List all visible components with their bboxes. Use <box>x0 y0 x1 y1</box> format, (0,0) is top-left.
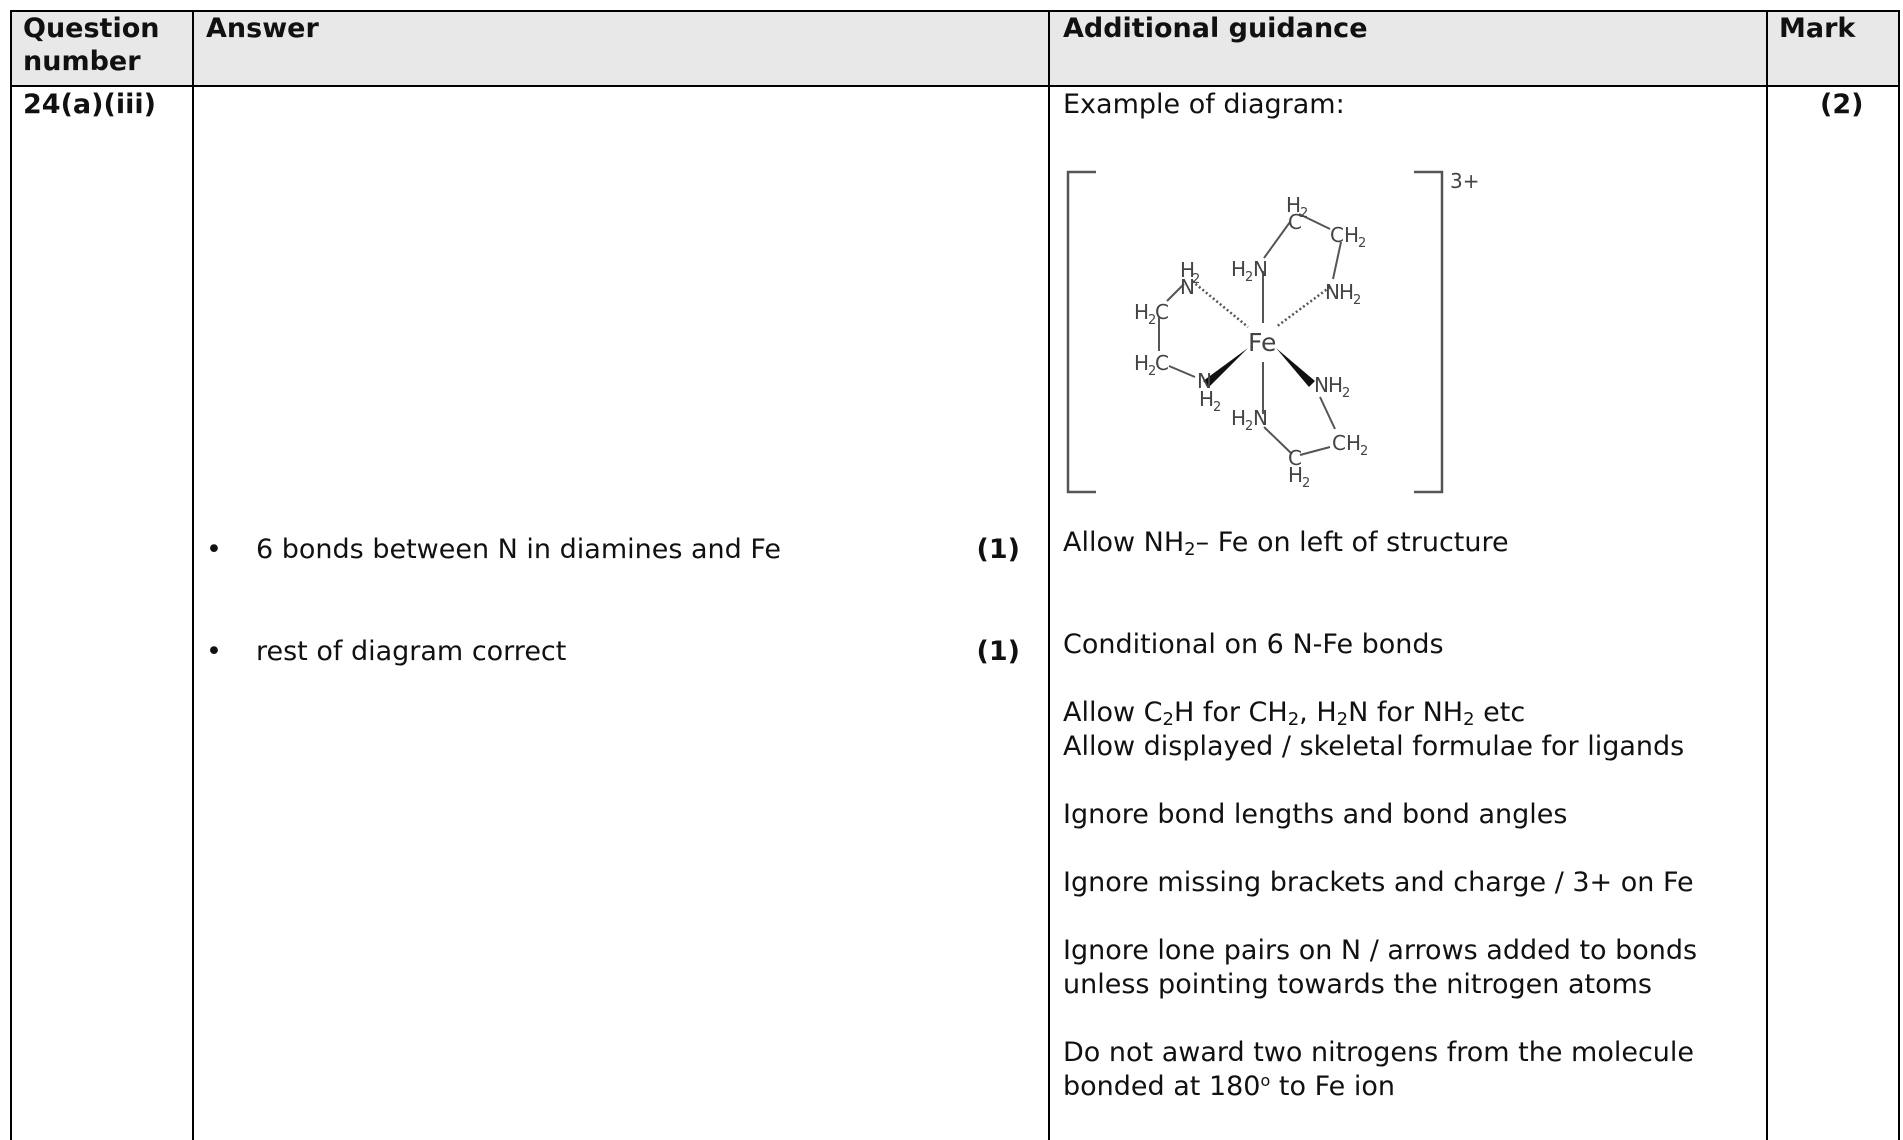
bond-n-c-top <box>1263 221 1291 259</box>
bond-c-c-bottom <box>1299 446 1331 456</box>
table-right-border <box>1898 10 1900 1140</box>
hashed-bonds <box>1191 280 1331 329</box>
svg-text:C: C <box>1155 300 1169 324</box>
svg-text:H: H <box>1134 351 1149 375</box>
guidance-do-not-award: Do not award two nitrogens from the mole… <box>1063 1037 1695 1068</box>
svg-text:N: N <box>1253 257 1268 281</box>
svg-text:H: H <box>1344 223 1359 247</box>
answer-point-mark: (1) <box>976 636 1020 667</box>
bond-fe-n-left-lower-wedge <box>1203 348 1248 387</box>
table-left-border <box>10 10 12 1140</box>
column-divider-3 <box>1766 10 1768 1140</box>
question-number: 24(a)(iii) <box>23 89 156 120</box>
svg-text:2: 2 <box>1245 419 1253 434</box>
svg-text:2: 2 <box>1148 364 1156 379</box>
bullet: • <box>206 636 222 667</box>
svg-text:C: C <box>1330 223 1344 247</box>
left-bracket <box>1066 170 1096 494</box>
guidance-ignore-lone-pairs: Ignore lone pairs on N / arrows added to… <box>1063 935 1698 966</box>
mark-scheme-table: Question number Answer Additional guidan… <box>10 10 1900 1140</box>
answer-point-mark: (1) <box>976 534 1020 565</box>
bond-fe-n-right-lower-wedge <box>1276 348 1315 387</box>
header-bottom-border <box>10 85 1900 87</box>
svg-text:2: 2 <box>1342 386 1350 401</box>
svg-text:H: H <box>1231 406 1246 430</box>
table-header-background <box>10 10 1900 86</box>
guidance-conditional: Conditional on 6 N-Fe bonds <box>1063 629 1444 660</box>
svg-text:2: 2 <box>1353 293 1361 308</box>
guidance-ignore-bond: Ignore bond lengths and bond angles <box>1063 799 1568 830</box>
svg-text:H: H <box>1346 431 1361 455</box>
answer-point-text: rest of diagram correct <box>256 636 567 667</box>
svg-text:H: H <box>1134 300 1149 324</box>
svg-text:C: C <box>1155 351 1169 375</box>
svg-text:H: H <box>1328 373 1343 397</box>
svg-text:H: H <box>1339 280 1354 304</box>
bond-fe-n-left-upper-hashed <box>1191 280 1249 328</box>
guidance-allow-formula: Allow C2H for CH2, H2N for NH2 etc <box>1063 697 1526 730</box>
header-question-number: Question number <box>23 13 160 77</box>
svg-text:N: N <box>1314 373 1329 397</box>
fe-atom-label: Fe <box>1248 328 1276 357</box>
bonds <box>1158 213 1342 456</box>
svg-text:H: H <box>1180 258 1195 282</box>
square-brackets <box>1066 170 1444 494</box>
svg-text:C: C <box>1288 210 1302 234</box>
guidance-ignore-brackets: Ignore missing brackets and charge / 3+ … <box>1063 867 1694 898</box>
svg-text:2: 2 <box>1245 270 1253 285</box>
example-label: Example of diagram: <box>1063 89 1345 120</box>
bond-n-c-bottom-right <box>1319 396 1336 430</box>
wedge-bonds <box>1203 348 1315 387</box>
svg-text:N: N <box>1197 369 1212 393</box>
bond-c-c-top <box>1298 213 1331 230</box>
guidance-allow-nh2: Allow NH2– Fe on left of structure <box>1063 527 1509 560</box>
svg-text:C: C <box>1332 431 1346 455</box>
column-divider-1 <box>192 10 194 1140</box>
svg-text:2: 2 <box>1148 313 1156 328</box>
answer-point-text: 6 bonds between N in diamines and Fe <box>256 534 782 565</box>
svg-text:H: H <box>1199 387 1214 411</box>
guidance-do-not-award-cont: bonded at 180o to Fe ion <box>1063 1071 1395 1102</box>
header-mark: Mark <box>1779 13 1856 44</box>
svg-text:H: H <box>1288 463 1303 487</box>
bond-c-n-top-right <box>1332 241 1342 280</box>
bond-c-n-left-lower <box>1168 365 1196 378</box>
bond-n-c-bottom <box>1263 426 1293 455</box>
svg-text:H: H <box>1231 257 1246 281</box>
svg-text:H: H <box>1286 193 1301 217</box>
header-answer: Answer <box>206 13 319 44</box>
complex-charge: 3+ <box>1450 169 1479 193</box>
svg-text:2: 2 <box>1358 236 1366 251</box>
svg-text:2: 2 <box>1302 476 1310 491</box>
guidance-ignore-lone-pairs-cont: unless pointing towards the nitrogen ato… <box>1063 969 1652 1000</box>
bullet: • <box>206 534 222 565</box>
right-bracket <box>1414 170 1444 494</box>
svg-text:2: 2 <box>1300 206 1308 221</box>
svg-text:C: C <box>1288 446 1302 470</box>
table-top-border <box>10 10 1900 12</box>
bond-n-c-left-upper <box>1166 283 1185 302</box>
svg-text:N: N <box>1180 275 1195 299</box>
bond-fe-n-right-upper-hashed <box>1275 285 1331 329</box>
column-divider-2 <box>1048 10 1050 1140</box>
iron-complex-diagram: 3+ Fe H 2 N <box>1066 169 1479 494</box>
total-mark: (2) <box>1820 89 1864 120</box>
guidance-allow-displayed: Allow displayed / skeletal formulae for … <box>1063 731 1685 762</box>
svg-text:N: N <box>1253 406 1268 430</box>
svg-text:2: 2 <box>1192 272 1200 287</box>
svg-text:N: N <box>1325 280 1340 304</box>
header-additional-guidance: Additional guidance <box>1063 13 1368 44</box>
svg-text:2: 2 <box>1360 444 1368 459</box>
atom-labels: Fe H 2 N H 2 C C H 2 N H 2 H 2 N H 2 C H… <box>1134 193 1368 491</box>
svg-text:2: 2 <box>1213 400 1221 415</box>
